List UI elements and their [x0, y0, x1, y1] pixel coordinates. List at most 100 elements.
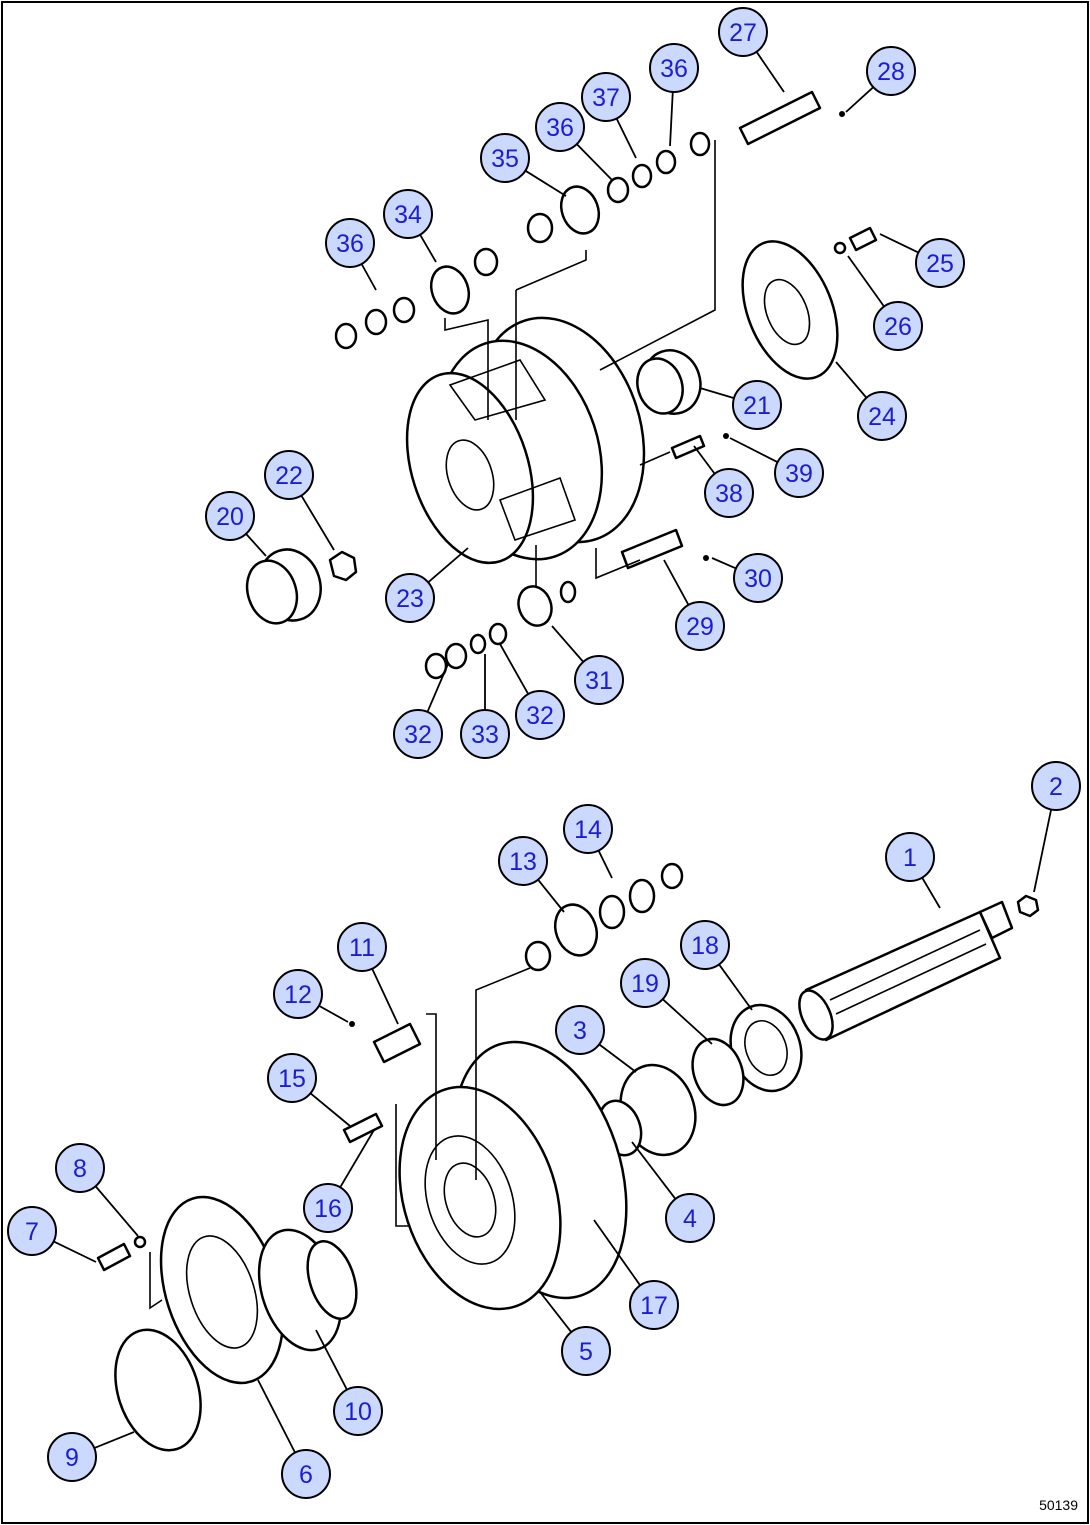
callout-circle	[303, 1183, 353, 1233]
callout-number: 10	[344, 1398, 372, 1426]
callout-circle	[264, 450, 314, 500]
callout-21: 21	[732, 380, 782, 430]
callout-5: 5	[561, 1326, 611, 1376]
callout-19: 19	[620, 958, 670, 1008]
callout-circle	[561, 1326, 611, 1376]
washer-8	[133, 1235, 147, 1249]
callout-circle	[704, 468, 754, 518]
callout-circle	[857, 391, 907, 441]
leader-line	[615, 118, 637, 159]
callout-circle	[563, 804, 613, 854]
ball-30	[703, 555, 709, 561]
callout-circle	[383, 189, 433, 239]
ball-12	[349, 1021, 355, 1027]
callout-circle	[665, 1193, 715, 1243]
leader-line	[835, 361, 868, 399]
callout-circle	[281, 1449, 331, 1499]
leader-line	[662, 998, 713, 1045]
callout-14: 14	[563, 804, 613, 854]
bearing-stack-upper	[334, 131, 711, 680]
callout-circle	[460, 709, 510, 759]
callout-number: 36	[336, 230, 364, 258]
callout-circle	[680, 920, 730, 970]
leader-line	[94, 1185, 139, 1237]
callout-36: 36	[325, 218, 375, 268]
callout-circle	[480, 133, 530, 183]
callout-number: 33	[471, 721, 499, 749]
callout-10: 10	[333, 1386, 383, 1436]
leader-line	[593, 1219, 641, 1286]
callout-18: 18	[680, 920, 730, 970]
callout-number: 26	[884, 313, 912, 341]
callout-circle	[873, 301, 923, 351]
callout-1: 1	[885, 832, 935, 882]
callout-39: 39	[774, 448, 824, 498]
bolt-7	[96, 1242, 132, 1272]
ball-39	[723, 433, 729, 439]
callout-31: 31	[574, 655, 624, 705]
leader-line	[699, 387, 735, 400]
callout-circle	[774, 448, 824, 498]
callout-circle	[325, 218, 375, 268]
leader-line	[879, 233, 919, 254]
callout-11: 11	[337, 922, 387, 972]
callout-number: 29	[686, 613, 714, 641]
leader-line	[597, 850, 613, 879]
callout-circle	[393, 709, 443, 759]
callout-number: 36	[546, 114, 574, 142]
callout-circle	[498, 836, 548, 886]
callout-circle	[267, 1053, 317, 1103]
callout-32: 32	[515, 690, 565, 740]
callout-25: 25	[915, 238, 965, 288]
leader-line	[537, 879, 565, 913]
callout-2: 2	[1031, 761, 1081, 811]
callout-24: 24	[857, 391, 907, 441]
callout-number: 1	[903, 844, 917, 872]
callout-number: 18	[691, 932, 719, 960]
callout-number: 16	[314, 1195, 342, 1223]
upper-planetary-assembly	[245, 90, 878, 680]
callout-number: 11	[349, 934, 375, 962]
leader-line	[729, 437, 779, 463]
callout-circle	[629, 1280, 679, 1330]
leader-line	[663, 559, 690, 606]
callout-6: 6	[281, 1449, 331, 1499]
leader-line	[499, 643, 530, 695]
callout-number: 6	[299, 1461, 313, 1489]
leader-line	[245, 533, 267, 557]
callout-9: 9	[47, 1432, 97, 1482]
callout-3: 3	[555, 1005, 605, 1055]
leader-line	[360, 263, 377, 291]
assembly-guide-lines-lower	[149, 967, 531, 1310]
callout-4: 4	[665, 1193, 715, 1243]
callout-33: 33	[460, 709, 510, 759]
callout-13: 13	[498, 836, 548, 886]
pin-29	[620, 528, 684, 570]
leader-line	[845, 86, 874, 113]
gear-21	[636, 349, 702, 415]
callout-38: 38	[704, 468, 754, 518]
nut-2	[1016, 894, 1040, 918]
callout-number: 32	[404, 721, 432, 749]
callout-circle	[574, 655, 624, 705]
callout-circle	[885, 832, 935, 882]
callout-number: 4	[683, 1205, 697, 1233]
bearing-13	[553, 903, 599, 957]
callout-34: 34	[383, 189, 433, 239]
washer-13	[524, 940, 552, 972]
callout-number: 5	[579, 1338, 593, 1366]
seal-ring-9	[114, 1328, 202, 1452]
nut-22	[328, 550, 358, 582]
callout-8: 8	[55, 1143, 105, 1193]
callout-circle	[620, 958, 670, 1008]
callout-number: 30	[744, 565, 772, 593]
leader-line	[53, 1240, 97, 1263]
callout-circle	[337, 922, 387, 972]
callout-number: 15	[278, 1065, 306, 1093]
leader-line	[631, 1141, 677, 1200]
callout-7: 7	[7, 1206, 57, 1256]
leader-line	[718, 963, 753, 1011]
callout-number: 32	[526, 702, 554, 730]
